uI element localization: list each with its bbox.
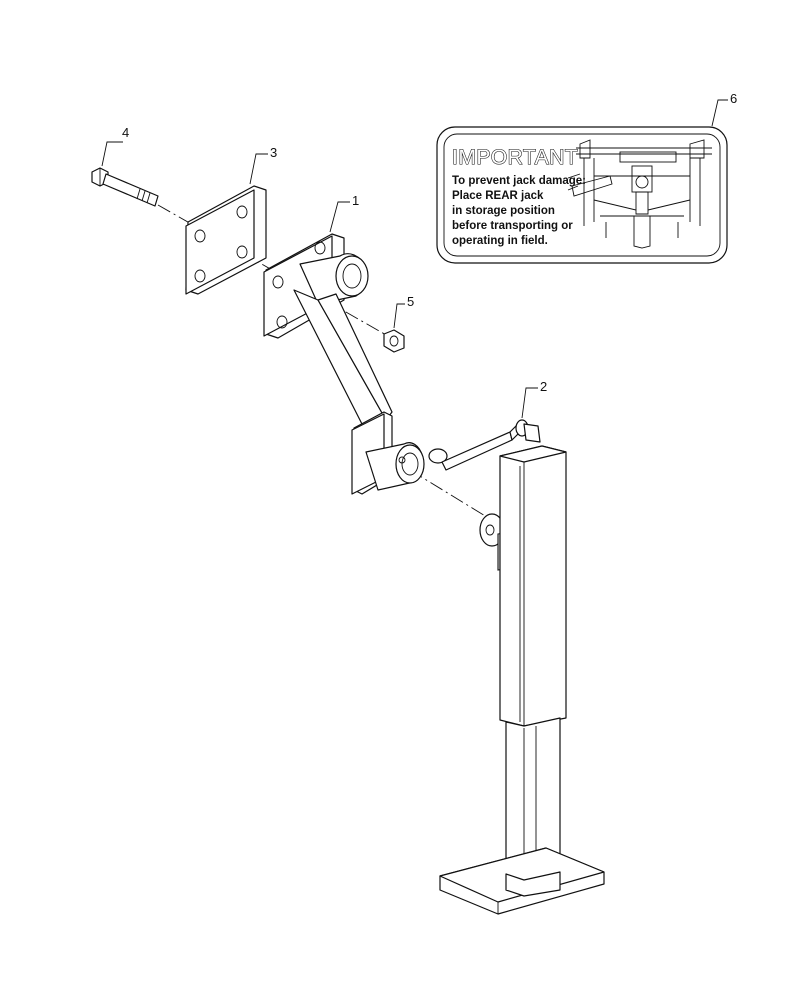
decal: IMPORTANT To prevent jack damage: Place … <box>436 126 728 264</box>
jack-bracket <box>263 233 425 495</box>
callout-1: 1 <box>352 193 359 208</box>
callout-2: 2 <box>540 379 547 394</box>
callout-4: 4 <box>122 125 129 140</box>
alignment-lines <box>157 204 501 526</box>
decal-title: IMPORTANT <box>452 146 578 169</box>
decal-line-1: To prevent jack damage: <box>452 175 586 187</box>
decal-line-3: in storage position <box>452 205 555 217</box>
decal-line-2: Place REAR jack <box>452 190 544 202</box>
decal-line-5: operating in field. <box>452 235 548 247</box>
callout-leaders <box>101 99 728 419</box>
decal-pictogram <box>567 139 712 249</box>
mounting-plate <box>185 185 267 295</box>
callout-5: 5 <box>407 294 414 309</box>
jack <box>428 419 605 915</box>
bolt <box>91 167 159 207</box>
callout-3: 3 <box>270 145 277 160</box>
nut <box>383 329 405 353</box>
decal-line-4: before transporting or <box>452 220 573 232</box>
callout-6: 6 <box>730 91 737 106</box>
